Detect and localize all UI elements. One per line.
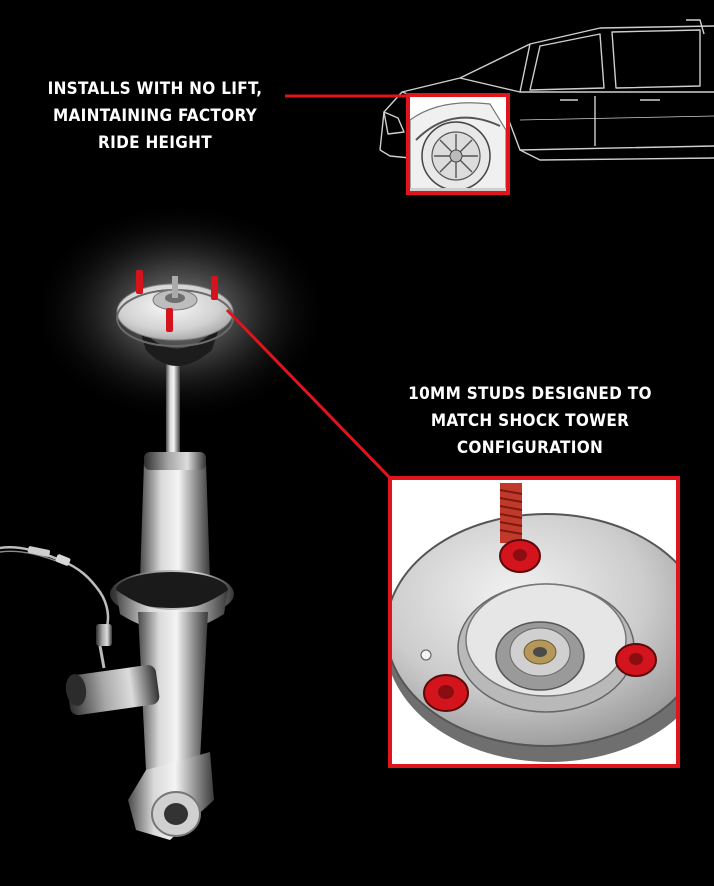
stud-head-1 xyxy=(499,539,541,573)
top-mount-small-icon xyxy=(116,270,234,366)
mount-plate-closeup xyxy=(392,480,676,764)
stud-head-3 xyxy=(423,674,469,712)
callout-studs-line-3: CONFIGURATION xyxy=(456,438,604,458)
truck-wheel-inset xyxy=(410,97,506,191)
leader-line-studs xyxy=(225,308,394,482)
strut-assembly-icon xyxy=(0,355,234,840)
callout-lift-line-1: INSTALLS WITH NO LIFT, xyxy=(47,79,263,99)
stud-thread xyxy=(499,483,523,543)
callout-studs-line-2: MATCH SHOCK TOWER xyxy=(430,411,630,431)
closeup-inset-frame xyxy=(388,476,680,768)
truck-inset-frame xyxy=(406,93,510,195)
callout-lift-text: INSTALLS WITH NO LIFT, MAINTAINING FACTO… xyxy=(20,76,290,157)
callout-studs-text: 10MM STUDS DESIGNED TO MATCH SHOCK TOWER… xyxy=(380,381,680,462)
stud-head-2 xyxy=(615,643,657,677)
callout-lift-line-3: RIDE HEIGHT xyxy=(98,133,212,153)
callout-studs-line-1: 10MM STUDS DESIGNED TO xyxy=(408,384,652,404)
pickup-truck-icon xyxy=(379,19,714,161)
callout-lift-line-2: MAINTAINING FACTORY xyxy=(53,106,257,126)
